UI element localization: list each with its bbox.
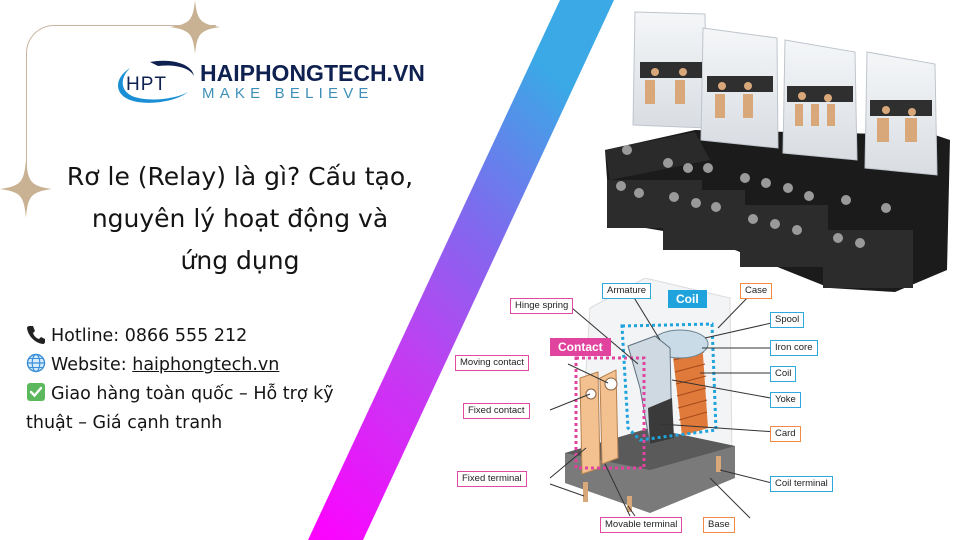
website-label: Website: — [51, 355, 133, 375]
coil-group-tag: Coil — [668, 290, 707, 308]
decorative-frame-line — [26, 25, 216, 185]
relay-structure-diagram: Contact Coil Armature Case Hinge spring … — [450, 278, 840, 540]
check-box-icon — [27, 383, 45, 401]
title-line: ứng dụng — [180, 246, 300, 275]
svg-text:HPT: HPT — [126, 74, 167, 95]
phone-icon — [27, 326, 45, 344]
relay-product-photo — [605, 11, 950, 292]
hpt-logo-mark-icon: HPT — [118, 60, 194, 103]
label-armature: Armature — [602, 283, 652, 299]
contact-group-tag: Contact — [550, 338, 611, 356]
sparkle-icon — [0, 160, 52, 218]
page-title: Rơ le (Relay) là gì? Cấu tạo, nguyên lý … — [20, 156, 460, 282]
title-line: Rơ le (Relay) là gì? Cấu tạo, — [66, 162, 414, 191]
hotline-row: Hotline: 0866 555 212 — [26, 322, 366, 351]
sparkle-icon — [170, 0, 220, 54]
brand-tagline: MAKE BELIEVE — [202, 85, 374, 102]
perks-text: Giao hàng toàn quốc – Hỗ trợ kỹ thuật – … — [26, 384, 334, 433]
contact-info: Hotline: 0866 555 212 Website: haiphongt… — [26, 322, 366, 438]
brand-name: HAIPHONGTECH.VN — [200, 60, 425, 86]
label-spool: Spool — [770, 312, 805, 328]
label-fixed-terminal: Fixed terminal — [457, 471, 527, 487]
label-hinge-spring: Hinge spring — [510, 298, 574, 314]
label-card: Card — [770, 426, 801, 442]
label-base: Base — [703, 517, 735, 533]
title-line: nguyên lý hoạt động và — [91, 204, 389, 233]
hotline-text: Hotline: 0866 555 212 — [51, 326, 248, 346]
label-fixed-contact: Fixed contact — [463, 403, 530, 419]
website-row: Website: haiphongtech.vn — [26, 351, 366, 380]
label-coil-terminal: Coil terminal — [770, 476, 833, 492]
label-yoke: Yoke — [770, 392, 801, 408]
label-iron-core: Iron core — [770, 340, 818, 356]
label-moving-contact: Moving contact — [455, 355, 529, 371]
label-coil: Coil — [770, 366, 797, 382]
website-link[interactable]: haiphongtech.vn — [132, 355, 280, 375]
perks-row: Giao hàng toàn quốc – Hỗ trợ kỹ thuật – … — [26, 380, 366, 438]
label-case: Case — [740, 283, 773, 299]
label-movable-terminal: Movable terminal — [600, 517, 683, 533]
brand-logo: HPT HAIPHONGTECH.VN MAKE BELIEVE — [110, 56, 425, 108]
globe-icon — [26, 353, 46, 373]
